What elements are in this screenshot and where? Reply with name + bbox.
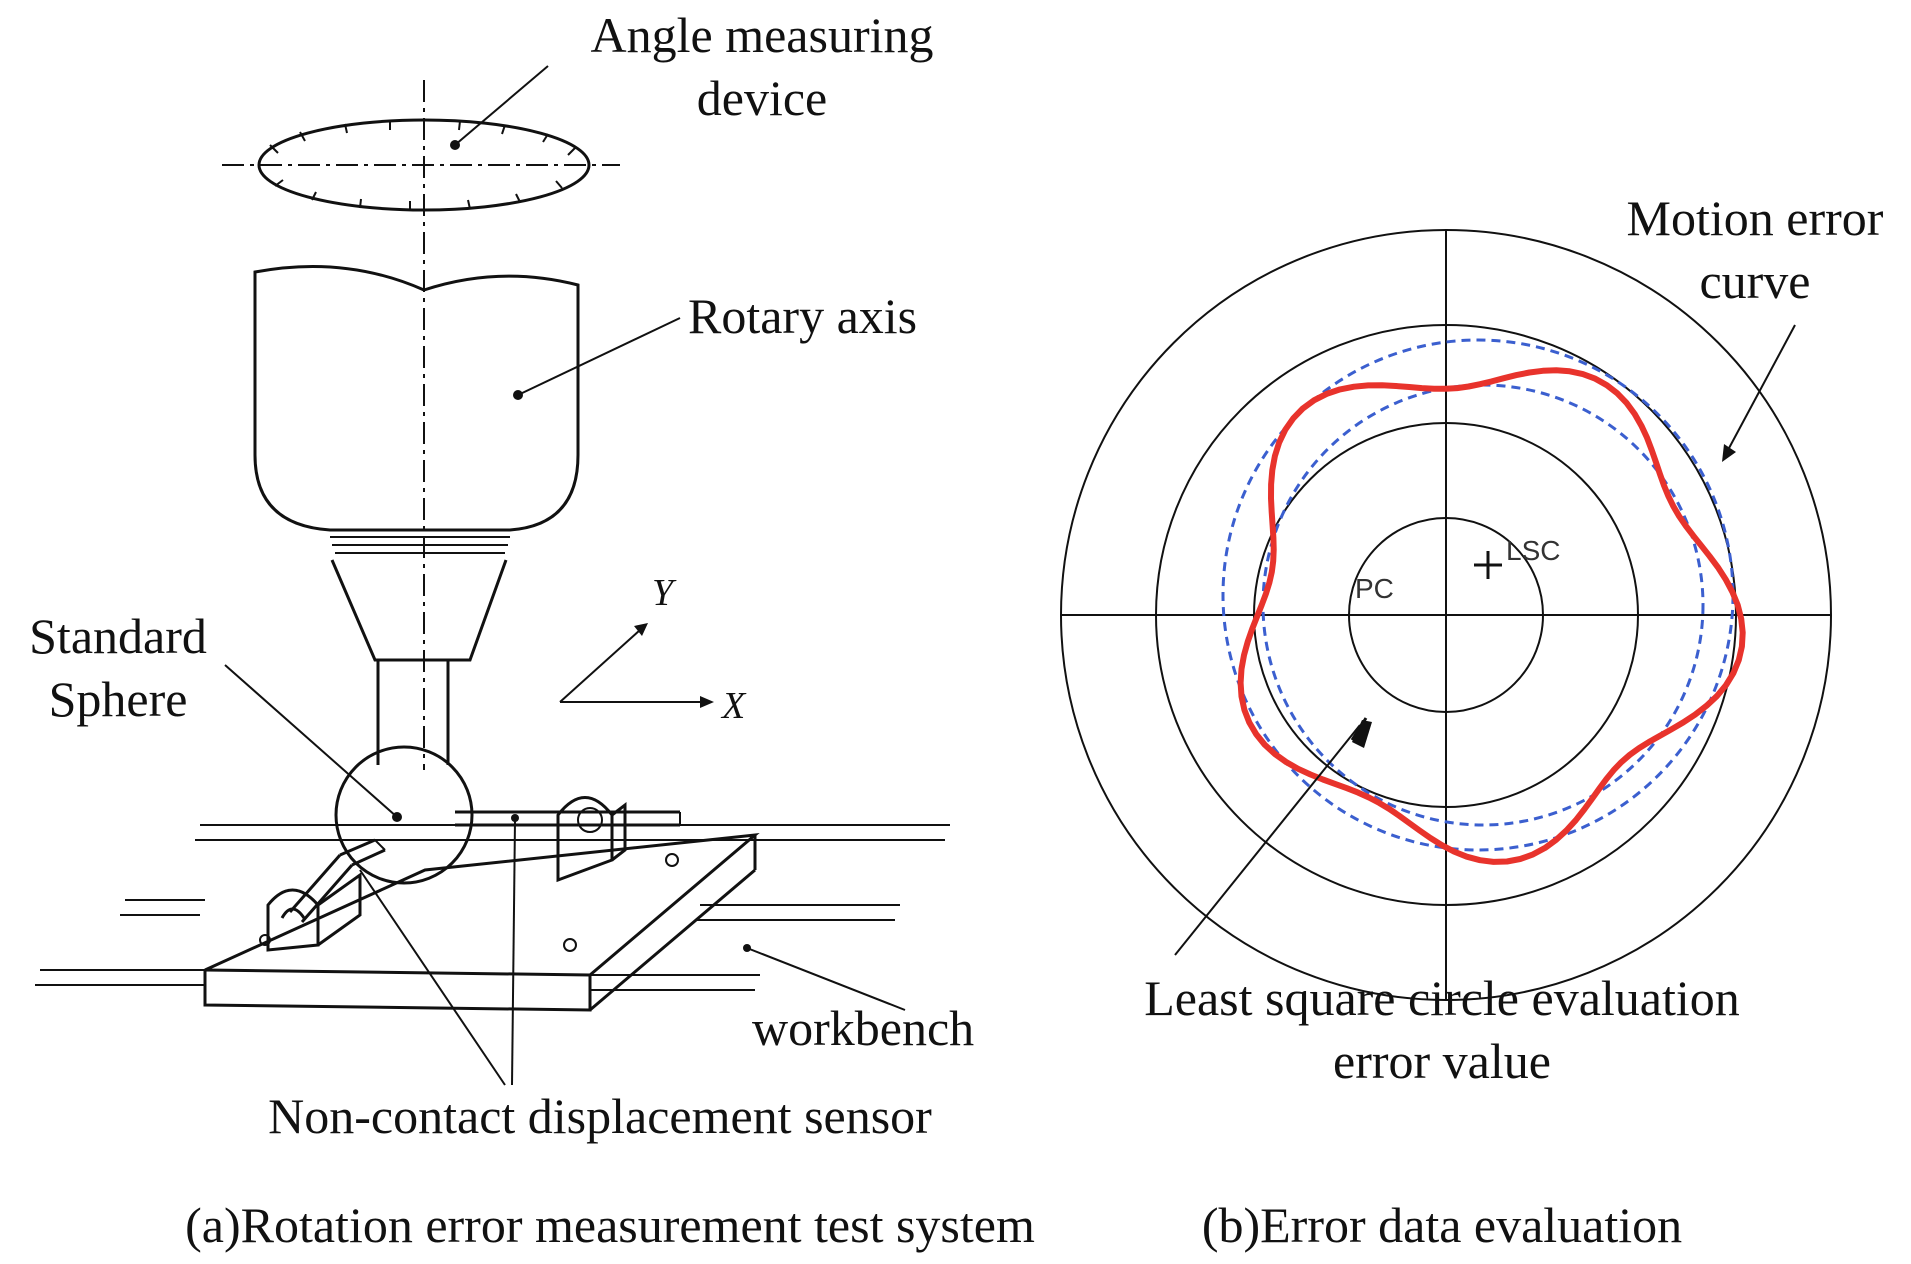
label-standard-sphere-line1: Standard [29, 608, 207, 664]
rotary-axis-icon [253, 264, 580, 765]
sensor-leader-right [511, 819, 516, 1086]
label-rotary-axis: Rotary axis [688, 288, 917, 344]
motion-curve-leader [1727, 324, 1796, 451]
least-square-leader [1174, 724, 1361, 956]
sensor-mount-right-icon [455, 796, 681, 883]
sensor-leader-left [359, 869, 506, 1086]
label-angle-device-line1: Angle measuring [591, 7, 934, 63]
label-motion-error-line2: curve [1699, 253, 1810, 309]
panel-b-polar-plot [1060, 229, 1832, 1001]
label-least-square-line1: Least square circle evaluation [1144, 970, 1740, 1026]
sensor-mount-left-icon [266, 838, 386, 952]
label-angle-device-line2: device [697, 70, 827, 126]
standard-sphere-icon [334, 745, 474, 885]
angle-measuring-device-icon [222, 118, 620, 212]
standard-sphere-leader [224, 664, 398, 818]
label-standard-sphere-line2: Sphere [49, 671, 188, 727]
label-workbench: workbench [752, 1000, 974, 1056]
label-motion-error-line1: Motion error [1627, 190, 1884, 246]
caption-b: (b)Error data evaluation [1202, 1197, 1682, 1253]
label-sensor: Non-contact displacement sensor [268, 1088, 932, 1144]
coordinate-axes [559, 623, 714, 708]
label-least-square-line2: error value [1333, 1033, 1551, 1089]
caption-a: (a)Rotation error measurement test syste… [185, 1197, 1035, 1253]
angle-device-leader [454, 65, 549, 146]
label-lsc: LSC [1506, 535, 1560, 566]
motion-error-curve [1237, 367, 1746, 865]
workbench-leader [746, 947, 906, 1011]
label-pc: PC [1355, 573, 1394, 604]
panel-a-diagram [35, 65, 950, 1086]
workbench-rails [35, 824, 950, 991]
label-axis-x: X [720, 685, 747, 727]
rotary-axis-leader [517, 317, 681, 396]
label-axis-y: Y [652, 572, 677, 614]
fixture-plate-icon [203, 832, 760, 1012]
